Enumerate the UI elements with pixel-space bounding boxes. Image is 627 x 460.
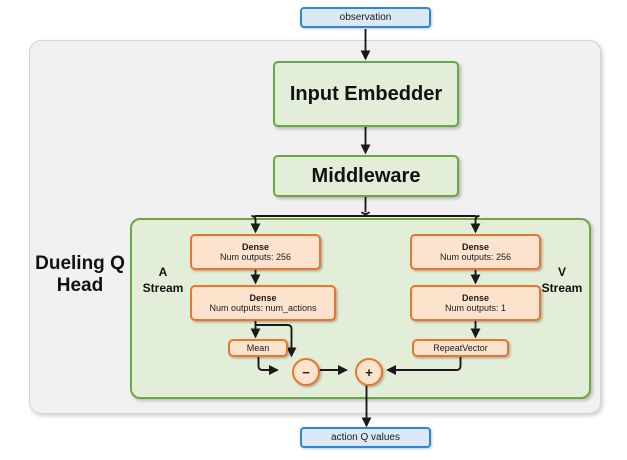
action-q-values-label: action Q values (331, 431, 400, 443)
middleware-label: Middleware (311, 164, 421, 187)
a-stream-dense-256-node[interactable]: Dense Num outputs: 256 (190, 234, 321, 270)
mean-node[interactable]: Mean (228, 339, 288, 357)
subtract-operator-glyph: − (302, 364, 310, 380)
dueling-q-head-label-line1: Dueling Q (35, 253, 125, 274)
subtract-operator-node[interactable]: − (292, 358, 320, 386)
v-stream-dense-256-title: Dense (461, 241, 489, 252)
a-stream-dense-num-actions-title: Dense (249, 292, 277, 303)
a-stream-label-line1: A (158, 265, 168, 279)
a-stream-dense-num-actions-node[interactable]: Dense Num outputs: num_actions (190, 285, 336, 321)
add-operator-glyph: + (365, 364, 373, 380)
a-stream-label: A Stream (137, 265, 189, 296)
action-q-values-output-node[interactable]: action Q values (300, 427, 431, 448)
input-embedder-label: Input Embedder (289, 82, 443, 105)
observation-label: observation (339, 11, 392, 23)
v-stream-dense-1-node[interactable]: Dense Num outputs: 1 (410, 285, 541, 321)
a-stream-dense-num-actions-subtitle: Num outputs: num_actions (209, 303, 317, 313)
observation-input-node[interactable]: observation (300, 7, 431, 28)
input-embedder-block[interactable]: Input Embedder (273, 61, 459, 127)
dueling-q-head-label-line2: Head (56, 275, 104, 297)
v-stream-dense-1-title: Dense (461, 292, 489, 303)
repeat-vector-label: RepeatVector (433, 342, 488, 353)
v-stream-dense-256-node[interactable]: Dense Num outputs: 256 (410, 234, 541, 270)
v-stream-dense-256-subtitle: Num outputs: 256 (439, 252, 512, 262)
add-operator-node[interactable]: + (355, 358, 383, 386)
a-stream-dense-256-title: Dense (241, 241, 269, 252)
v-stream-label: V Stream (534, 265, 590, 296)
middleware-block[interactable]: Middleware (273, 155, 459, 197)
repeat-vector-node[interactable]: RepeatVector (412, 339, 509, 357)
mean-label: Mean (246, 342, 270, 353)
a-stream-dense-256-subtitle: Num outputs: 256 (219, 252, 292, 262)
v-stream-label-line2: Stream (541, 280, 583, 295)
a-stream-label-line2: Stream (142, 280, 184, 295)
v-stream-label-line1: V (557, 265, 566, 279)
v-stream-dense-1-subtitle: Num outputs: 1 (444, 303, 507, 313)
dueling-q-head-label: Dueling Q Head (30, 253, 130, 298)
